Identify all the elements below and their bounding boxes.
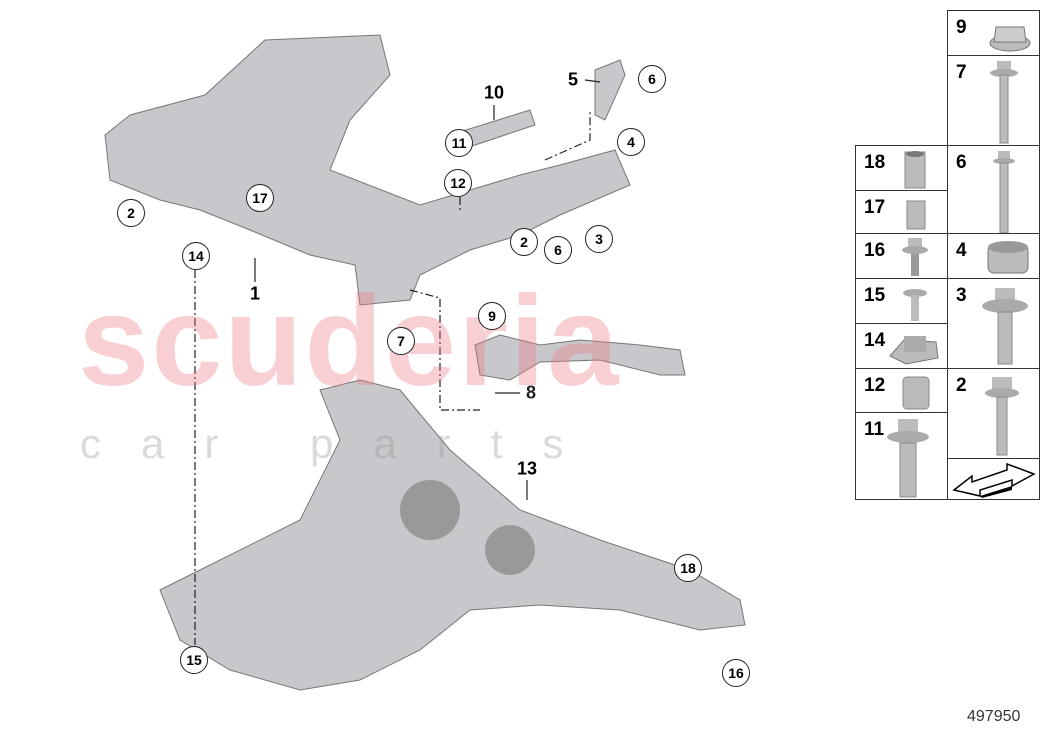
torx-bolt-icon [887,419,929,498]
short-bolt-icon [903,289,927,321]
callout-3[interactable]: 3 [585,225,613,253]
callout-11[interactable]: 11 [445,129,473,157]
label-10[interactable]: 10 [483,82,505,103]
long-bolt-icon [990,61,1018,144]
part-cell-6[interactable]: 6 [947,145,1040,234]
callout-6[interactable]: 6 [638,65,666,93]
callout-2[interactable]: 2 [117,199,145,227]
long-bolt-icon [993,151,1015,234]
part-cell-7[interactable]: 7 [947,55,1040,146]
part-cell-2[interactable]: 2 [947,368,1040,459]
label-8[interactable]: 8 [525,382,537,403]
underbody-shield [159,379,746,691]
part-cell-3[interactable]: 3 [947,278,1040,369]
view-direction-arrow-icon [952,462,1036,498]
part-cell-4[interactable]: 4 [947,233,1040,279]
watermark-brand: scuderia [78,270,621,413]
front-subframe [104,34,631,306]
callout-14[interactable]: 14 [182,242,210,270]
flange-nut-icon [989,26,1031,52]
part-cell-15[interactable]: 15 [855,278,948,324]
view-direction-cell [947,458,1040,500]
part-cell-12[interactable]: 12 [855,368,948,413]
label-13[interactable]: 13 [516,458,538,479]
label-1[interactable]: 1 [249,283,261,304]
part-cell-17[interactable]: 17 [855,190,948,234]
callout-15[interactable]: 15 [180,646,208,674]
part-cell-18[interactable]: 18 [855,145,948,191]
callout-6[interactable]: 6 [544,236,572,264]
hex-bolt-icon [985,377,1019,456]
control-arm [474,334,686,381]
thread-insert-icon [906,200,926,230]
diagram-number: 497950 [967,708,1021,725]
collar-bolt-icon [982,288,1028,365]
part-cell-11[interactable]: 11 [855,412,948,500]
callout-7[interactable]: 7 [387,327,415,355]
part-cell-16[interactable]: 16 [855,233,948,279]
watermark-sub: car parts [80,420,604,467]
strut-bracket [594,59,626,121]
part-cell-9[interactable]: 9 [947,10,1040,56]
callout-9[interactable]: 9 [478,302,506,330]
callout-18[interactable]: 18 [674,554,702,582]
short-bolt-icon [902,238,928,276]
clip-nut-icon [889,336,939,365]
part-cell-14[interactable]: 14 [855,323,948,369]
label-5[interactable]: 5 [567,69,579,90]
callout-2[interactable]: 2 [510,228,538,256]
thread-insert-icon [902,376,930,410]
sleeve-icon [904,151,926,189]
callout-16[interactable]: 16 [722,659,750,687]
thread-insert-icon [987,241,1029,274]
callout-17[interactable]: 17 [246,184,274,212]
callout-4[interactable]: 4 [617,128,645,156]
callout-12[interactable]: 12 [444,169,472,197]
